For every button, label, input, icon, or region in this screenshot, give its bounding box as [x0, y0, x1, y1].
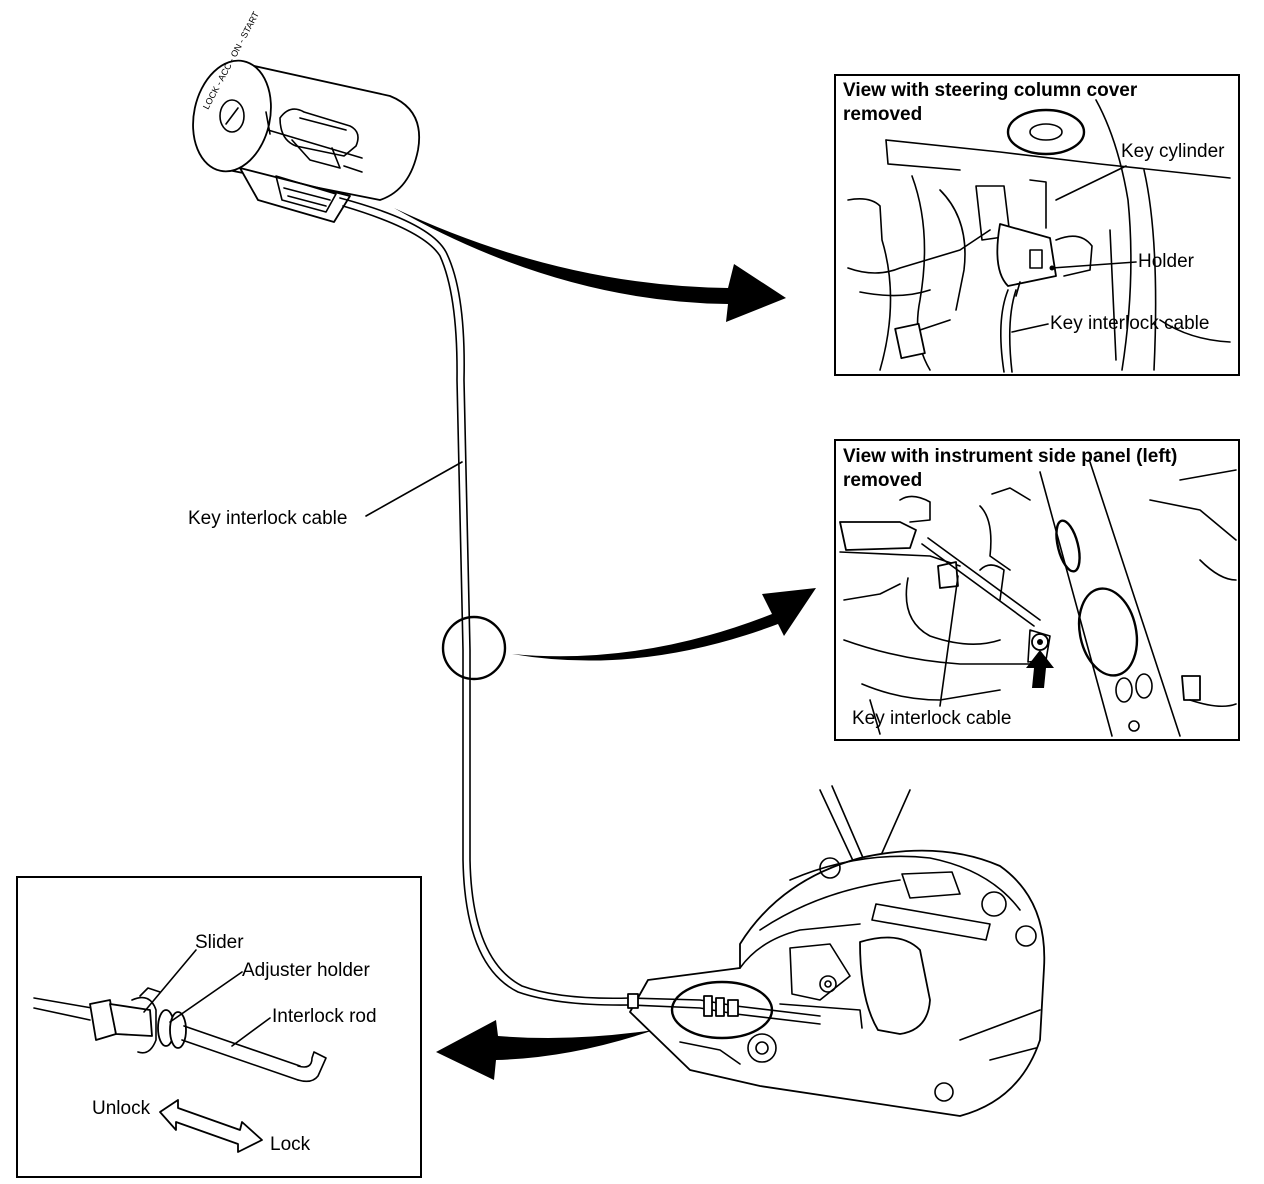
- key-cylinder-drawing: LOCK - ACC - ON - START: [192, 9, 420, 223]
- label-adjuster-holder: Adjuster holder: [242, 960, 370, 981]
- top-inset: View with steering column cover removed: [834, 74, 1240, 376]
- label-lock: Lock: [270, 1134, 311, 1155]
- main-cable-label: Key interlock cable: [188, 508, 347, 529]
- bottom-inset: Slider Adjuster holder Interlock rod Unl…: [16, 876, 422, 1178]
- slider-rod-drawing: [33, 987, 327, 1083]
- label-slider: Slider: [195, 932, 244, 953]
- label-interlock-rod: Interlock rod: [272, 1006, 377, 1027]
- arrow-to-top-inset: [394, 208, 786, 322]
- middle-inset-title-line1: View with instrument side panel (left): [843, 446, 1177, 467]
- label-top-inset-cable: Key interlock cable: [1050, 313, 1209, 334]
- label-key-cylinder: Key cylinder: [1121, 141, 1225, 162]
- detail-circle: [441, 615, 507, 681]
- instrument-panel-drawing: [839, 461, 1237, 737]
- top-inset-title-line1: View with steering column cover: [843, 80, 1138, 101]
- middle-inset-title-line2: removed: [843, 470, 922, 491]
- arrow-to-middle-inset: [512, 588, 816, 661]
- middle-inset: View with instrument side panel (left) r…: [834, 439, 1240, 741]
- key-interlock-cable: [339, 197, 631, 1006]
- label-holder: Holder: [1138, 251, 1195, 272]
- unlock-lock-arrow: [159, 1099, 263, 1153]
- shifter-assembly-drawing: [627, 785, 1046, 1117]
- arrow-to-bottom-inset: [436, 1020, 654, 1080]
- label-unlock: Unlock: [92, 1098, 151, 1119]
- top-inset-title-line2: removed: [843, 104, 922, 125]
- label-middle-inset-cable: Key interlock cable: [852, 708, 1011, 729]
- steering-column-drawing: [847, 99, 1231, 373]
